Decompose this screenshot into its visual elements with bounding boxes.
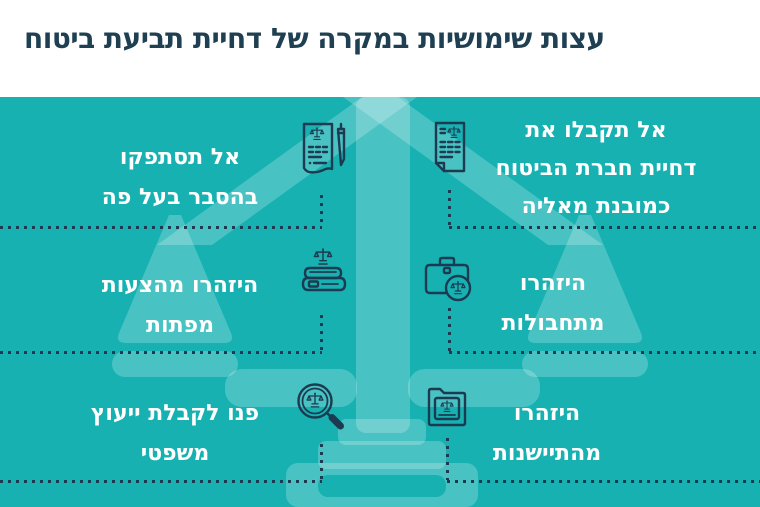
tip-line: משפטי bbox=[140, 441, 210, 466]
tip-line: דחיית חברת הביטוח bbox=[495, 156, 697, 181]
magnifier-scales-icon bbox=[293, 380, 347, 440]
dotted-connector-vertical bbox=[320, 444, 323, 480]
dotted-connector-horizontal bbox=[0, 480, 322, 483]
folder-scales-icon bbox=[424, 382, 470, 436]
tip-line: פנו לקבלת ייעוץ bbox=[90, 401, 260, 426]
tip-line: היזהרו bbox=[519, 271, 587, 296]
dotted-connector-vertical bbox=[446, 438, 449, 480]
dotted-connector-vertical bbox=[448, 308, 451, 351]
page-title: עצות שימושיות במקרה של דחיית תביעת ביטוח bbox=[24, 22, 605, 55]
tip-text: היזהרו מהתיישנות bbox=[462, 394, 632, 474]
dotted-connector-vertical bbox=[320, 315, 323, 351]
tip-text: אל תסתפקו בהסבר בעל פה bbox=[65, 138, 295, 218]
teal-panel: אל תקבלו את דחיית חברת הביטוח כמובנת מאל… bbox=[0, 97, 760, 507]
dotted-connector-horizontal bbox=[0, 351, 322, 354]
tip-text: היזהרו מהצעות מפתות bbox=[65, 266, 295, 346]
dotted-connector-horizontal bbox=[447, 480, 760, 483]
dotted-connector-vertical bbox=[320, 195, 323, 226]
dotted-connector-horizontal bbox=[449, 351, 760, 354]
tip-text: אל תקבלו את דחיית חברת הביטוח כמובנת מאל… bbox=[476, 112, 716, 226]
tip-line: מתחבולות bbox=[501, 311, 605, 336]
tip-text: פנו לקבלת ייעוץ משפטי bbox=[55, 394, 295, 474]
tip-line: אל תסתפקו bbox=[119, 145, 241, 170]
dotted-connector-horizontal bbox=[449, 226, 760, 229]
tip-line: מפתות bbox=[146, 313, 214, 338]
tip-line: כמובנת מאליה bbox=[521, 194, 671, 219]
briefcase-scales-icon bbox=[422, 252, 474, 308]
tip-line: היזהרו מהצעות bbox=[101, 273, 259, 298]
law-books-scales-icon bbox=[298, 248, 348, 310]
tip-text: היזהרו מתחבולות bbox=[478, 264, 628, 344]
tip-line: היזהרו bbox=[513, 401, 581, 426]
dotted-connector-vertical bbox=[448, 190, 451, 226]
document-scales-icon bbox=[427, 120, 473, 182]
contract-pen-scales-icon bbox=[297, 121, 349, 183]
dotted-connector-horizontal bbox=[0, 226, 322, 229]
tip-line: בהסבר בעל פה bbox=[101, 185, 259, 210]
tip-line: מהתיישנות bbox=[492, 441, 602, 466]
tip-line: אל תקבלו את bbox=[525, 118, 667, 143]
